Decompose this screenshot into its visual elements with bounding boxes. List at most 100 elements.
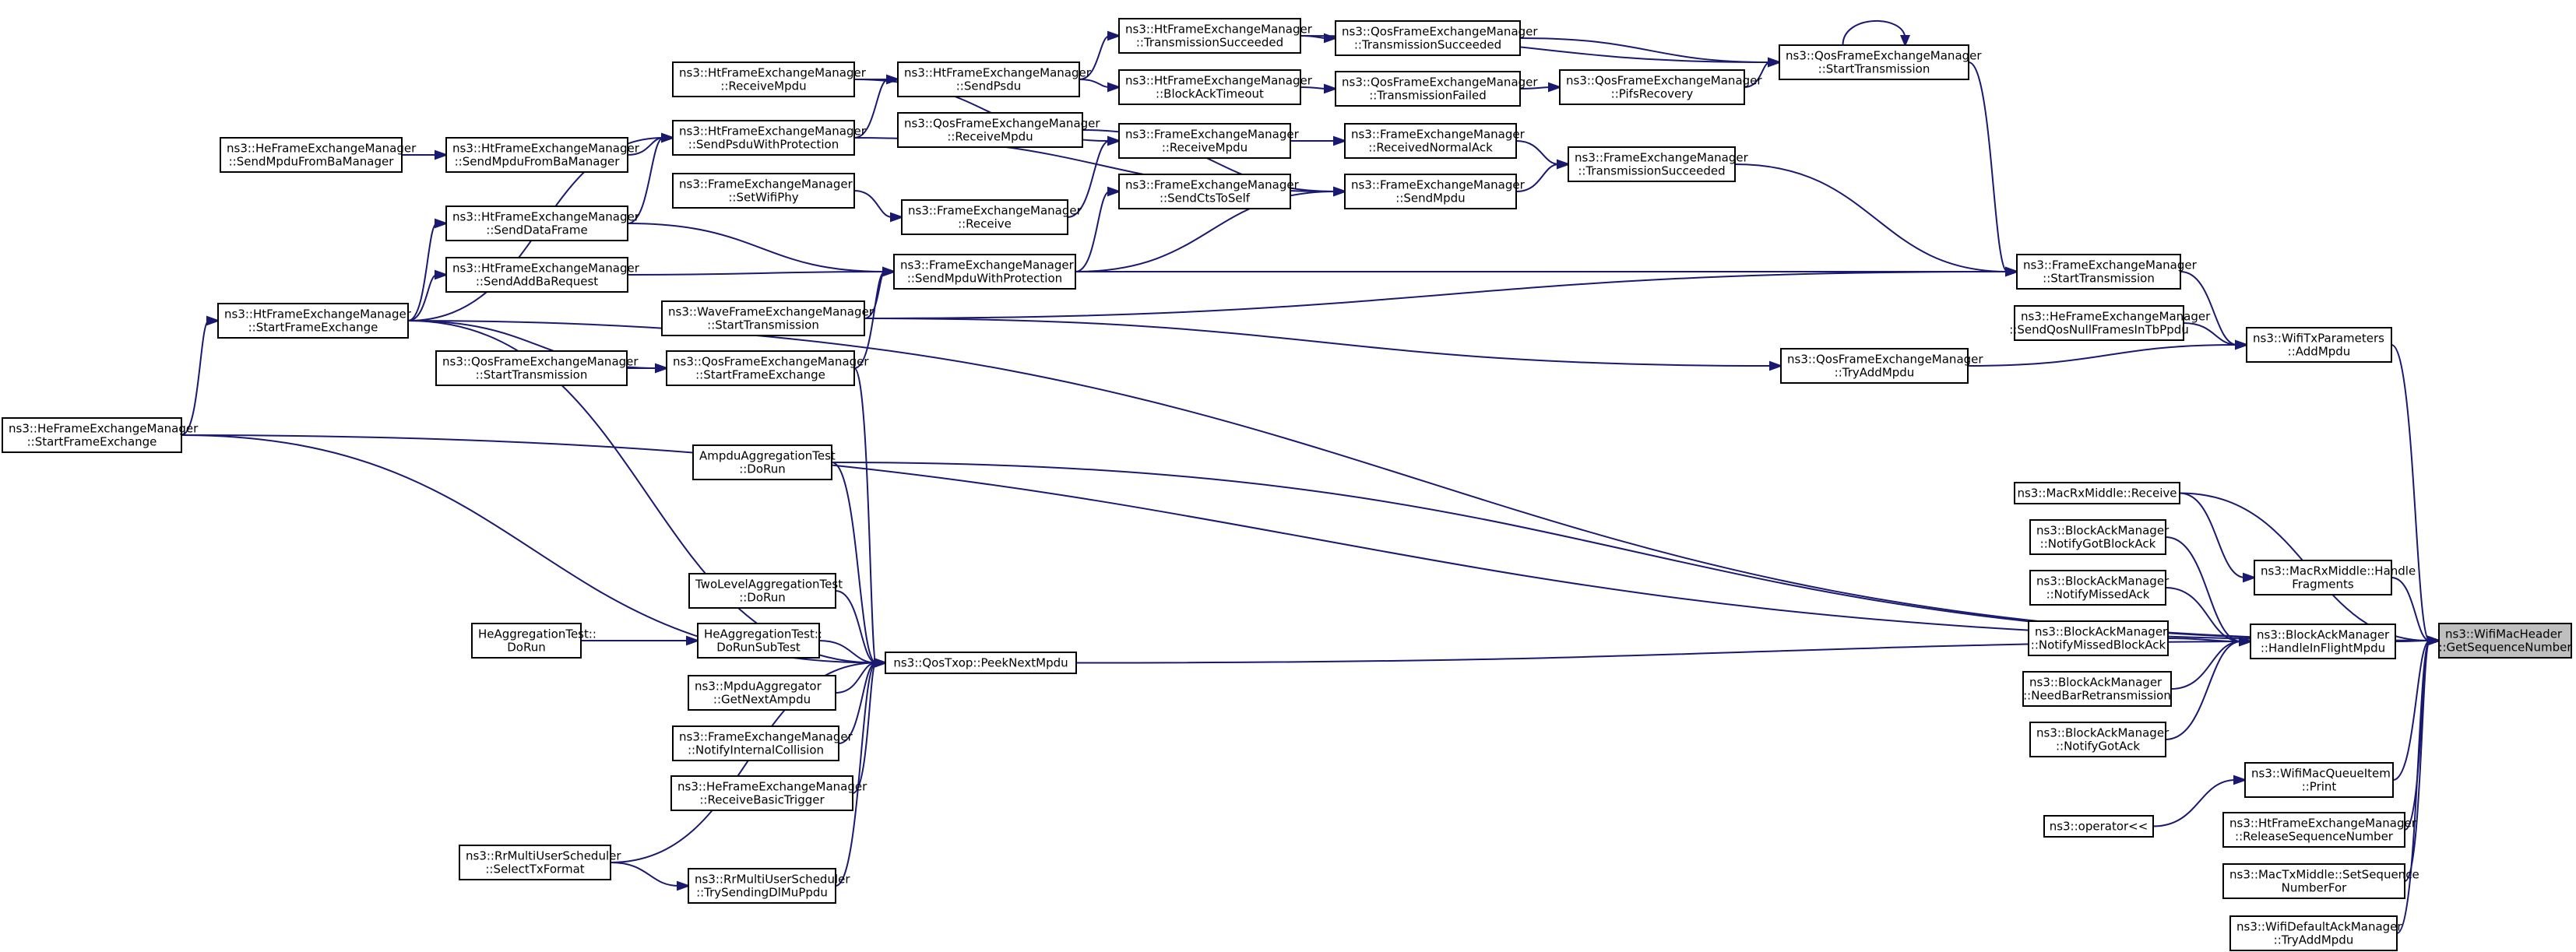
node-box <box>435 350 628 386</box>
node-box <box>459 845 611 880</box>
graph-node-fem-receive[interactable]: ns3::FrameExchangeManager::Receive <box>901 199 1082 235</box>
node-label-line: ::ReceiveBasicTrigger <box>699 793 825 807</box>
graph-node-bam-nbr[interactable]: ns3::BlockAckManager::NeedBarRetransmiss… <box>2022 671 2172 707</box>
graph-node-bam-hifm[interactable]: ns3::BlockAckManager::HandleInFlightMpdu <box>2250 624 2396 659</box>
node-label-line: ns3::MacTxMiddle::SetSequence <box>2229 868 2419 882</box>
call-edge-line <box>853 271 885 369</box>
call-edge <box>407 218 449 321</box>
call-edge-line <box>835 662 877 887</box>
node-box <box>1118 18 1301 54</box>
node-label-line: ::NotifyMissedBlockAck <box>2031 638 2166 652</box>
graph-node-ht-fem-bat[interactable]: ns3::HtFrameExchangeManager::BlockAckTim… <box>1118 69 1313 105</box>
node-label-line: ::SendMpdu <box>1395 191 1465 206</box>
graph-node-bam-nma[interactable]: ns3::BlockAckManager::NotifyMissedAck <box>2029 570 2170 606</box>
graph-node-wtp-am[interactable]: ns3::WifiTxParameters::AddMpdu <box>2246 327 2392 363</box>
graph-node-wdam-tam[interactable]: ns3::WifiDefaultAckManager::TryAddMpdu <box>2229 915 2402 951</box>
graph-node-ht-fem-sabr[interactable]: ns3::HtFrameExchangeManager::SendAddBaRe… <box>445 257 640 293</box>
graph-node-qos-fem-st-left[interactable]: ns3::QosFrameExchangeManager::StartTrans… <box>435 350 639 386</box>
call-edge <box>1967 339 2249 367</box>
graph-node-he-fem-sqnf[interactable]: ns3::HeFrameExchangeManager::SendQosNull… <box>2009 305 2211 341</box>
node-label-line: ::TransmissionSucceeded <box>1136 36 1283 50</box>
graph-node-qos-fem-tf[interactable]: ns3::QosFrameExchangeManager::Transmissi… <box>1335 71 1538 107</box>
graph-node-ht-fem-sfe[interactable]: ns3::HtFrameExchangeManager::StartFrameE… <box>217 303 412 339</box>
graph-node-wmqi-print[interactable]: ns3::WifiMacQueueItem::Print <box>2244 762 2394 798</box>
graph-node-fem-rmpdu[interactable]: ns3::FrameExchangeManager::ReceiveMpdu <box>1118 123 1300 159</box>
graph-node-wmh-gsn[interactable]: ns3::WifiMacHeader::GetSequenceNumber <box>2438 623 2572 659</box>
graph-node-qos-fem-ts[interactable]: ns3::QosFrameExchangeManager::Transmissi… <box>1335 20 1538 56</box>
graph-node-twolevel-test[interactable]: TwoLevelAggregationTest::DoRun <box>688 573 843 609</box>
node-label-line: ns3::QosFrameExchangeManager <box>1787 353 1983 367</box>
graph-node-ht-fem-sdf[interactable]: ns3::HtFrameExchangeManager::SendDataFra… <box>445 206 640 241</box>
graph-node-qostxop-pnm[interactable]: ns3::QosTxop::PeekNextMpdu <box>885 652 1077 674</box>
node-label-line: ::DoRun <box>739 462 786 476</box>
graph-node-op-ll[interactable]: ns3::operator<< <box>2043 815 2154 838</box>
graph-node-mrm-receive[interactable]: ns3::MacRxMiddle::Receive <box>2014 482 2180 504</box>
node-label-line: ns3::FrameExchangeManager <box>679 730 853 744</box>
graph-node-fem-smwp[interactable]: ns3::FrameExchangeManager::SendMpduWithP… <box>893 254 1076 290</box>
graph-node-he-fem-sfe[interactable]: ns3::HeFrameExchangeManager::StartFrameE… <box>2 417 199 453</box>
node-label-line: ::SendCtsToSelf <box>1160 191 1251 206</box>
node-box <box>897 61 1080 97</box>
call-edge-line <box>1075 191 1110 272</box>
graph-node-ht-fem-spsdu[interactable]: ns3::HtFrameExchangeManager::SendPsdu <box>897 61 1092 97</box>
graph-node-fem-st[interactable]: ns3::FrameExchangeManager::StartTransmis… <box>2016 254 2198 290</box>
graph-node-fem-scts[interactable]: ns3::FrameExchangeManager::SendCtsToSelf <box>1118 174 1300 209</box>
node-label-line: ::TrySendingDlMuPpdu <box>696 886 828 900</box>
graph-node-ht-fem-spwp[interactable]: ns3::HtFrameExchangeManager::SendPsduWit… <box>672 120 867 156</box>
graph-node-qos-fem-tam[interactable]: ns3::QosFrameExchangeManager::TryAddMpdu <box>1780 348 1983 384</box>
node-label-line: ::ReleaseSequenceNumber <box>2235 830 2394 844</box>
call-edge <box>864 266 2019 319</box>
graph-node-ht-fem-smpdu-fba[interactable]: ns3::HtFrameExchangeManager::SendMpduFro… <box>445 137 640 173</box>
arrowhead-icon <box>686 635 700 646</box>
node-label-line: ::SelectTxFormat <box>485 862 584 876</box>
call-edge-line <box>2391 344 2430 641</box>
graph-node-bam-ngba[interactable]: ns3::BlockAckManager::NotifyGotBlockAck <box>2029 519 2170 555</box>
graph-node-ht-fem-rmpdu[interactable]: ns3::HtFrameExchangeManager::ReceiveMpdu <box>672 61 867 97</box>
arrowhead-icon <box>2005 266 2019 277</box>
graph-node-he-agg-sub[interactable]: HeAggregationTest::DoRunSubTest <box>697 623 822 659</box>
node-label-line: ::TransmissionSucceeded <box>1578 164 1725 178</box>
call-edge-line <box>610 862 680 887</box>
node-label-line: ns3::BlockAckManager <box>2036 524 2170 538</box>
graph-node-rr-stf[interactable]: ns3::RrMultiUserScheduler::SelectTxForma… <box>459 845 621 880</box>
node-label-line: HeAggregationTest:: <box>704 627 822 641</box>
call-edge-line <box>2179 492 2246 578</box>
graph-node-qos-fem-sfe[interactable]: ns3::QosFrameExchangeManager::StartFrame… <box>666 350 869 386</box>
graph-node-fem-swp[interactable]: ns3::FrameExchangeManager::SetWifiPhy <box>672 173 855 209</box>
graph-node-wave-fem-st[interactable]: ns3::WaveFrameExchangeManager::StartTran… <box>661 300 875 336</box>
call-edge-line <box>2165 641 2242 740</box>
graph-node-fem-ts[interactable]: ns3::FrameExchangeManager::TransmissionS… <box>1568 146 1749 182</box>
node-label-line: ns3::QosFrameExchangeManager <box>1342 76 1538 90</box>
graph-node-bam-nga[interactable]: ns3::BlockAckManager::NotifyGotAck <box>2029 722 2170 757</box>
graph-node-fem-rna[interactable]: ns3::FrameExchangeManager::ReceivedNorma… <box>1344 123 1526 159</box>
graph-node-he-agg-dorun[interactable]: HeAggregationTest::DoRun <box>471 623 596 659</box>
graph-node-fem-smpdu[interactable]: ns3::FrameExchangeManager::SendMpdu <box>1344 174 1526 209</box>
graph-node-ampdu-test[interactable]: AmpduAggregationTest::DoRun <box>692 444 836 480</box>
node-label-line: ns3::HtFrameExchangeManager <box>904 66 1092 80</box>
arrowhead-icon <box>435 218 449 229</box>
graph-node-qos-fem-st[interactable]: ns3::QosFrameExchangeManager::StartTrans… <box>1779 44 1982 80</box>
arrowhead-icon <box>1557 159 1571 170</box>
graph-node-ht-fem-ts[interactable]: ns3::HtFrameExchangeManager::Transmissio… <box>1118 18 1313 54</box>
call-edge <box>580 635 700 646</box>
node-label-line: ns3::FrameExchangeManager <box>900 258 1075 272</box>
graph-node-he-fem-smpdu-fba[interactable]: ns3::HeFrameExchangeManager::SendMpduFro… <box>220 137 417 173</box>
graph-node-qos-fem-pifs[interactable]: ns3::QosFrameExchangeManager::PifsRecove… <box>1559 69 1762 105</box>
arrowhead-icon <box>2427 635 2441 646</box>
call-edge <box>2165 536 2253 647</box>
node-label-line: ns3::HtFrameExchangeManager <box>224 307 412 321</box>
call-edge-line <box>2404 640 2430 882</box>
call-edge <box>610 862 691 891</box>
call-edge-line <box>1519 37 1771 63</box>
graph-node-mpdu-agg[interactable]: ns3::MpduAggregator::GetNextAmpdu <box>688 675 836 711</box>
graph-node-ht-fem-rsn[interactable]: ns3::HtFrameExchangeManager::ReleaseSequ… <box>2222 812 2417 848</box>
graph-node-qos-fem-rmpdu[interactable]: ns3::QosFrameExchangeManager::ReceiveMpd… <box>897 112 1100 148</box>
node-box <box>2254 560 2392 595</box>
call-edge <box>2391 577 2441 646</box>
graph-node-he-fem-rbt[interactable]: ns3::HeFrameExchangeManager::ReceiveBasi… <box>670 775 867 811</box>
graph-node-fem-nic[interactable]: ns3::FrameExchangeManager::NotifyInterna… <box>672 725 853 761</box>
graph-node-rr-tsdmp[interactable]: ns3::RrMultiUserScheduler::TrySendingDlM… <box>688 868 850 904</box>
graph-node-bam-nmba[interactable]: ns3::BlockAckManager::NotifyMissedBlockA… <box>2028 620 2169 656</box>
